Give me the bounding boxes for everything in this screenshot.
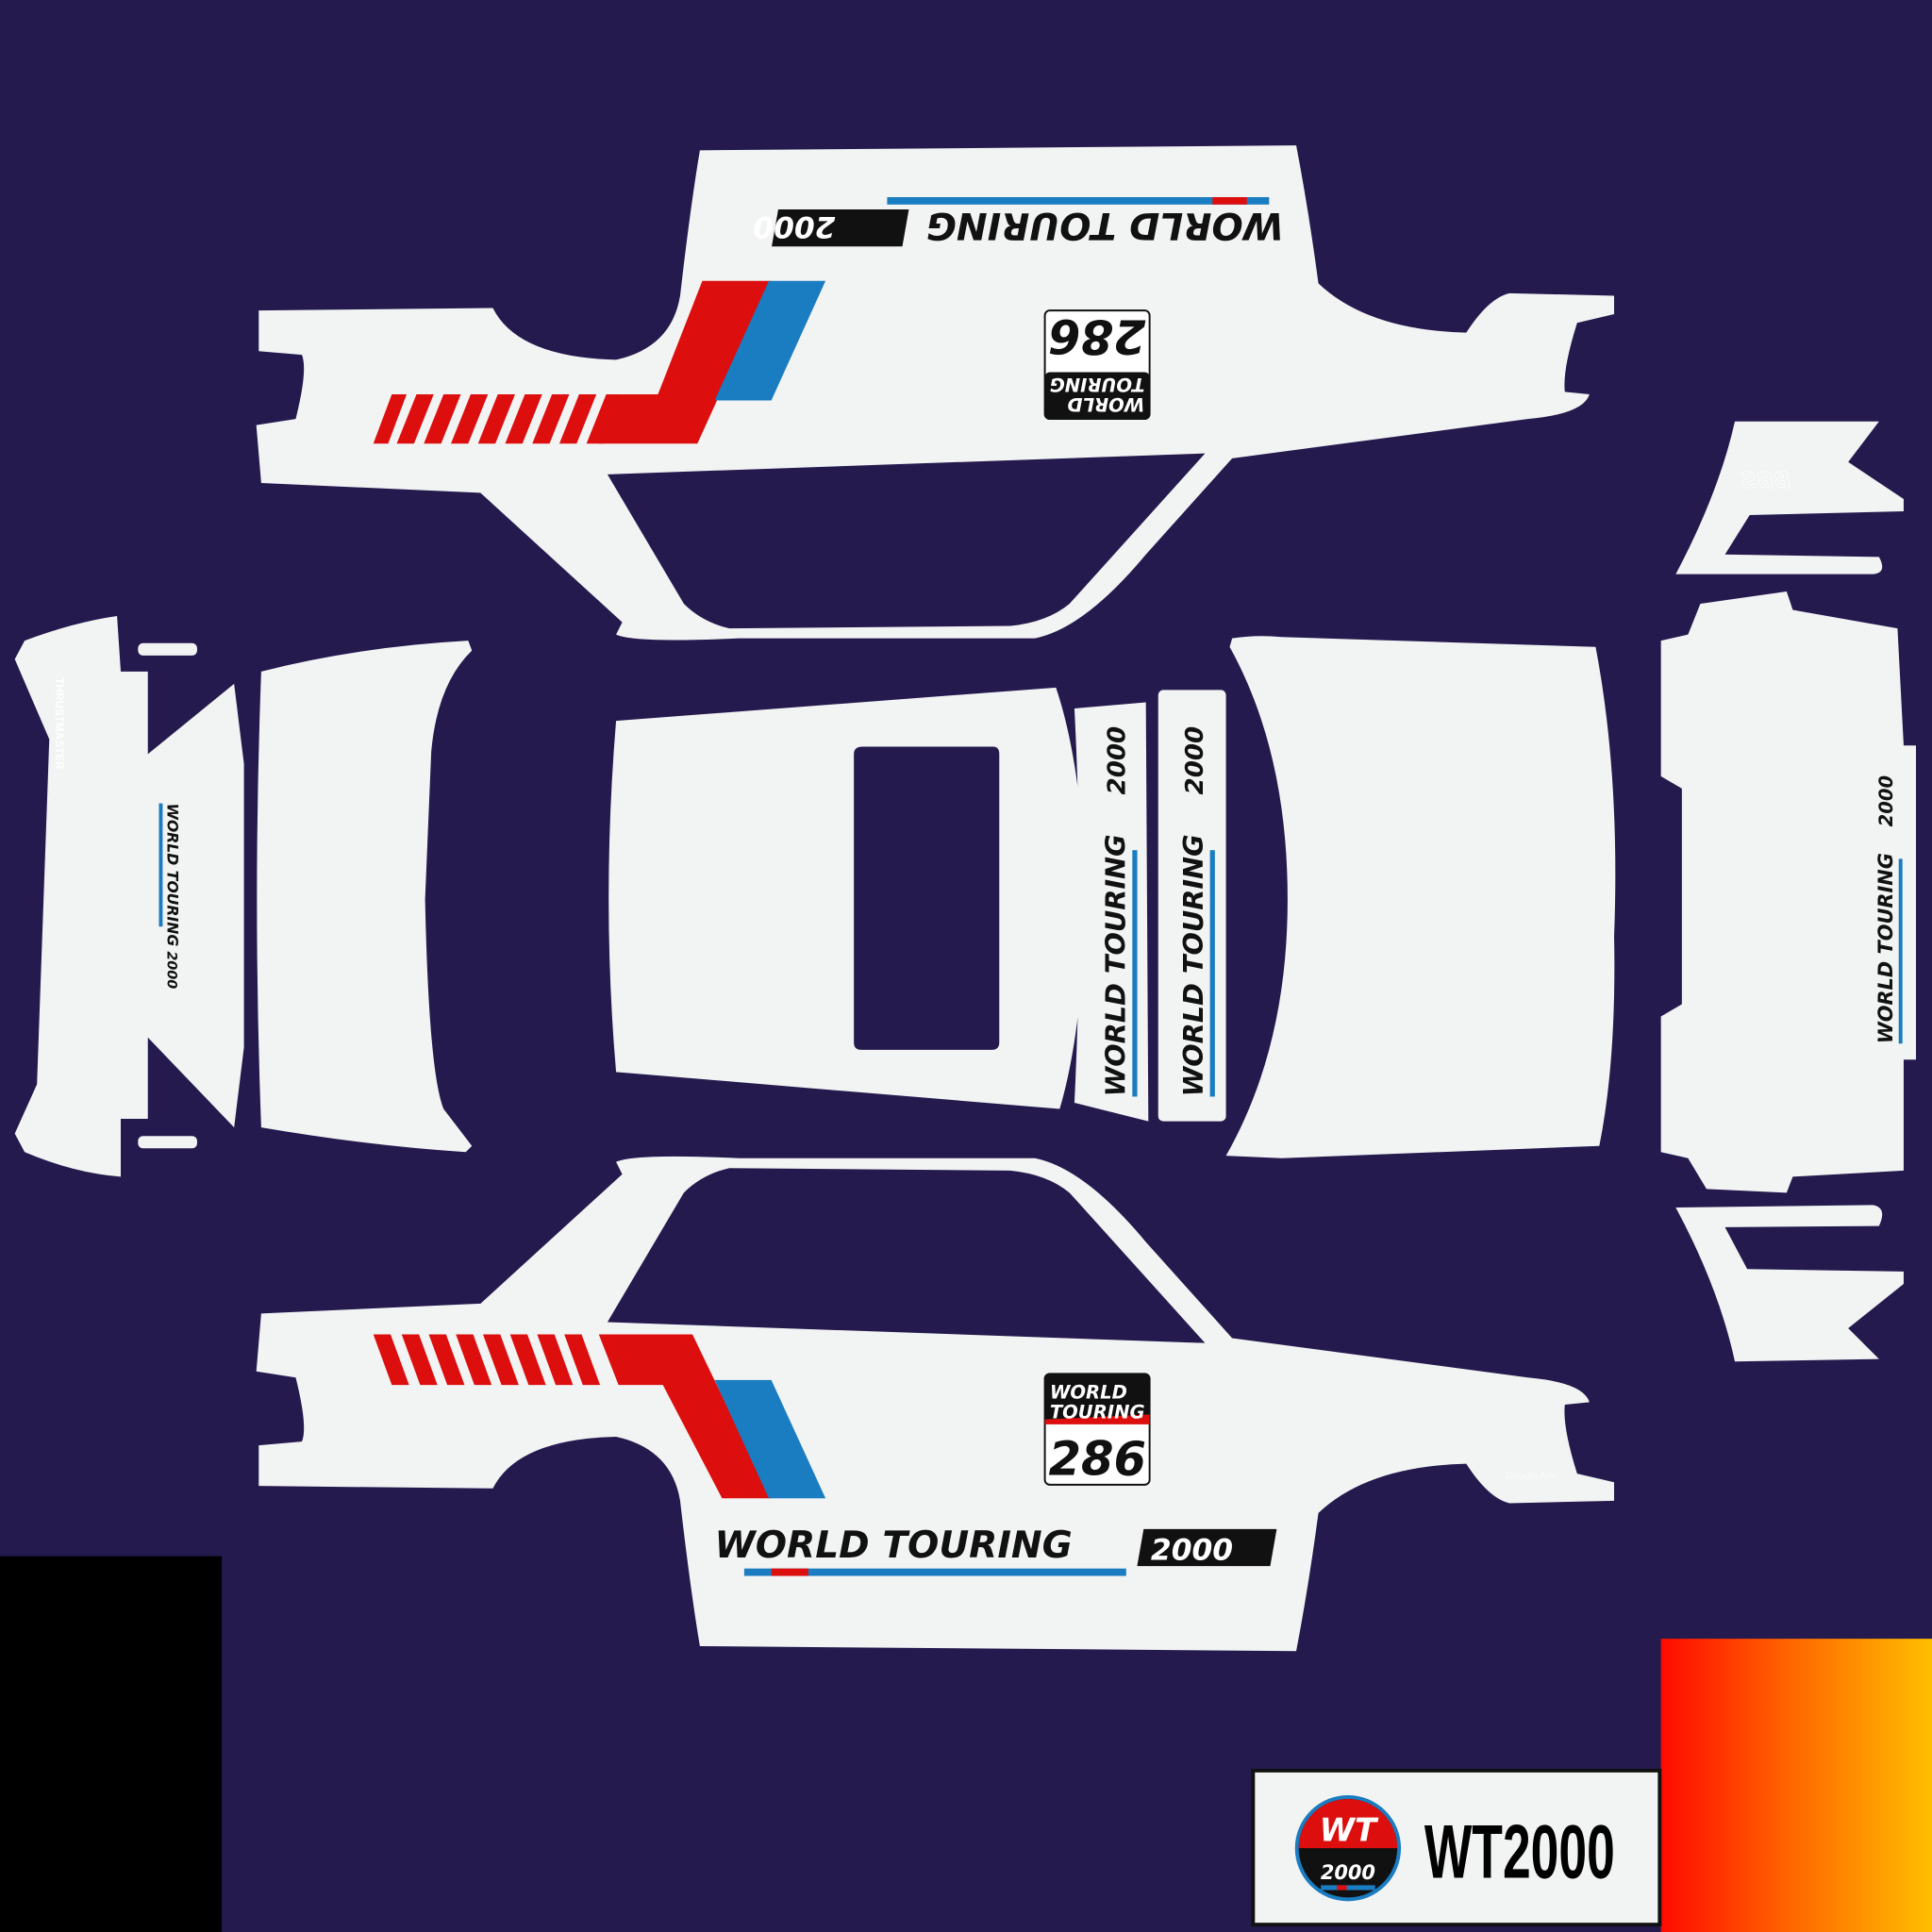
wt2000-wordmark: WT2000 [1424, 1808, 1615, 1894]
plate-line1: WORLD [1067, 393, 1144, 415]
series-banner-bottom: WORLD TOURING 2000 [715, 1524, 1277, 1576]
plate-line2: TOURING [1050, 374, 1145, 395]
front-bumper: WORLD TOURING 2000 [1660, 591, 1917, 1193]
badge-wt-text: WT [1320, 1811, 1379, 1849]
series-year-text: 2000 [1151, 1534, 1233, 1568]
bbs-logo: BBS [1740, 467, 1790, 493]
side-stripes-top [373, 280, 826, 444]
series-name-text: WORLD TOURING [1099, 834, 1131, 1096]
wing-sponsor-text: THRUSTMASTER [53, 677, 65, 770]
car-number: 286 [1048, 309, 1146, 364]
series-year-text: 2000 [1181, 726, 1209, 795]
series-year-text: 2000 [1875, 775, 1897, 827]
number-plate-top: WORLD TOURING 286 [1043, 309, 1151, 421]
series-name-text: WORLD TOURING [715, 1524, 1073, 1567]
series-name-text: WORLD TOURING [164, 804, 182, 947]
badge-year-text: 2000 [1321, 1861, 1375, 1884]
left-side-panel: WORLD TOURING 2000 WORLD TOURING 286 [256, 145, 1615, 641]
series-year-text: 2000 [1103, 726, 1131, 795]
windshield-banners: WORLD TOURING 2000 WORLD TOURING 2000 [1074, 690, 1226, 1122]
series-name-text: WORLD TOURING [926, 204, 1284, 246]
black-swatch [0, 1556, 223, 1932]
plate-line2: TOURING [1050, 1401, 1145, 1423]
rear-wing-panel: THRUSTMASTER WORLD TOURING 2000 [14, 616, 244, 1177]
gradient-swatch [1660, 1639, 1932, 1932]
car-number: 286 [1049, 1431, 1147, 1486]
trunk-lid [257, 641, 473, 1153]
series-banner-top: WORLD TOURING 2000 [753, 196, 1284, 247]
series-name-text: WORLD TOURING [1874, 853, 1897, 1043]
series-year-text: 2000 [164, 951, 179, 989]
side-stripes-bottom [373, 1334, 772, 1499]
series-name-text: WORLD TOURING [1177, 834, 1209, 1096]
plate-line1: WORLD [1050, 1381, 1127, 1403]
roof-panel [608, 687, 1087, 1109]
series-year-text: 2000 [753, 209, 835, 243]
hood-panel [1225, 636, 1616, 1158]
wt2000-badge: WT 2000 [1294, 1795, 1402, 1902]
google-ads-sponsor: Google Ads [1506, 1471, 1557, 1481]
front-splitter-pieces: BBS [1675, 421, 1904, 1362]
number-plate-bottom: WORLD TOURING 286 [1043, 1373, 1151, 1486]
wt2000-logo-card: WT 2000 WT2000 [1251, 1768, 1662, 1927]
right-side-panel: WORLD TOURING 2000 WORLD TOURING 286 Goo… [256, 1156, 1615, 1652]
blue-stripe [714, 1379, 826, 1499]
